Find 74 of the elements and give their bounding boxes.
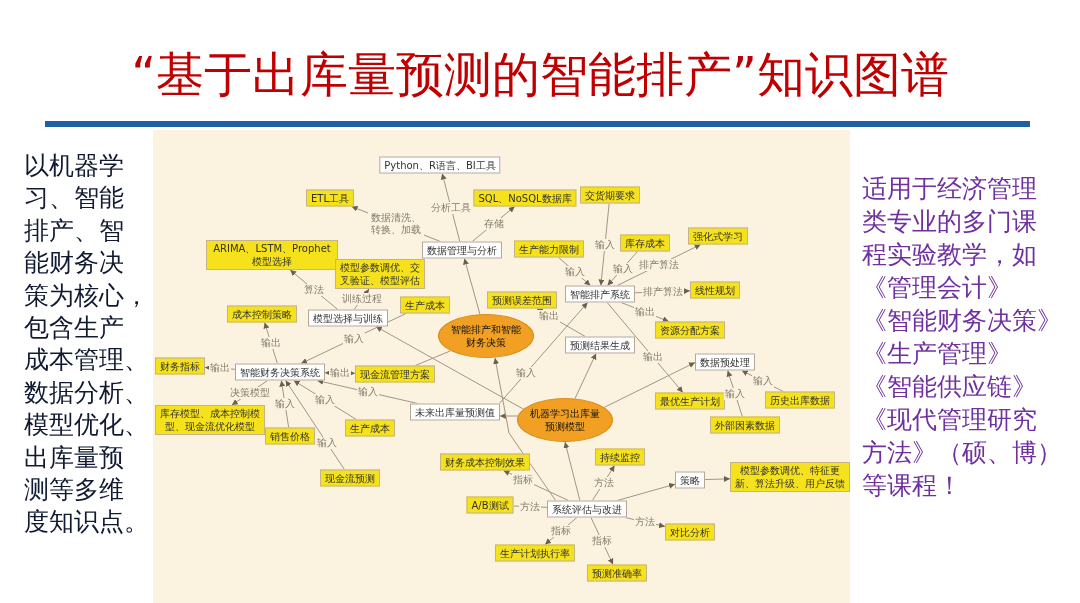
keyword-box: ETL工具 <box>306 189 354 207</box>
keyword-box: 生产成本 <box>345 419 395 437</box>
keyword-box: SQL、NoSQL数据库 <box>473 189 577 207</box>
keyword-box: 销售价格 <box>265 427 315 445</box>
keyword-box: 交货期要求 <box>580 186 640 204</box>
topic-box: 智能财务决策系统 <box>235 363 325 381</box>
keyword-box: 生产能力限制 <box>514 240 584 258</box>
arrow <box>616 482 676 501</box>
arrow <box>574 353 597 399</box>
keyword-box: ARIMA、LSTM、Prophet模型选择 <box>206 240 338 270</box>
arrow <box>603 362 696 408</box>
keyword-box: 模型参数调优、交叉验证、模型评估 <box>335 259 425 289</box>
keyword-box: 历史出库数据 <box>765 391 835 409</box>
arrow <box>279 380 290 428</box>
keyword-box: 预测误差范围 <box>487 291 557 309</box>
arrow <box>704 476 731 482</box>
keyword-box: 资源分配方案 <box>655 321 725 339</box>
keyword-box: 对比分析 <box>665 523 715 541</box>
title: “基于出库量预测的智能排产”知识图谱 <box>131 45 949 104</box>
edge-label: 排产算法 <box>638 259 680 271</box>
edge-label: 输入 <box>314 394 336 406</box>
keyword-box: 最优生产计划 <box>655 392 725 410</box>
edge-label: 输入 <box>751 375 774 387</box>
arrow <box>606 302 684 393</box>
arrow <box>598 203 610 286</box>
topic-box: 模型选择与训练 <box>308 309 388 327</box>
edge-label: 指标 <box>591 535 613 547</box>
arrow <box>493 357 557 501</box>
topic-box: 数据预处理 <box>695 353 755 371</box>
intro-paragraph: 以机器学习、智能排产、智能财务决策为核心，包含生产成本管理、数据分析、模型优化、出库量预测等多维度知识点。 <box>24 150 149 539</box>
arrow <box>499 413 519 419</box>
keyword-box: 持续监控 <box>595 448 645 466</box>
edge-label: 方法 <box>592 477 615 489</box>
edge-label: 训练过程 <box>340 293 383 306</box>
topic-box: 预测结果生成 <box>565 336 635 354</box>
topic-box: 智能排产系统 <box>565 285 635 303</box>
keyword-box: 库存模型、成本控制模型、现金流优化模型 <box>155 405 265 435</box>
edge-label: 输出 <box>260 337 282 349</box>
keyword-box: 现金流预测 <box>320 469 380 487</box>
keyword-box: 财务指标 <box>155 357 205 375</box>
edge-label: 指标 <box>550 525 572 537</box>
arrow <box>285 380 345 470</box>
arrow <box>300 313 407 364</box>
topic-box: 数据管理与分析 <box>422 241 502 259</box>
keyword-box: 现金流管理方案 <box>355 365 435 383</box>
keyword-box: 外部因素数据 <box>710 416 780 434</box>
edge-label: 数据清洗、转换、加载 <box>368 212 424 236</box>
keyword-box: 生产成本 <box>400 296 450 314</box>
keyword-box: 财务成本控制效果 <box>440 453 530 471</box>
keyword-box: 成本控制策略 <box>227 305 297 323</box>
keyword-box: 生产计划执行率 <box>495 544 575 562</box>
edge-label: 输入 <box>514 367 537 380</box>
topic-box: Python、R语言、BI工具 <box>379 156 501 174</box>
edge-label: 输出 <box>329 367 351 380</box>
keyword-box: A/B测试 <box>466 496 514 514</box>
arrow <box>463 258 481 315</box>
edge-label: 输入 <box>274 398 296 410</box>
keyword-box: 库存成本 <box>620 234 670 252</box>
keyword-box: 预测准确率 <box>587 564 647 582</box>
topic-box: 未来出库量预测值 <box>410 403 500 421</box>
arrow <box>563 441 581 501</box>
course-paragraph: 适用于经济管理类专业的多门课程实验教学，如《管理会计》《智能财务决策》《生产管理》《智能供应链》《现代管理研究方法》（硕、博）等课程！ <box>862 173 1062 502</box>
topic-box: 系统评估与改进 <box>547 500 627 518</box>
arrow <box>498 302 589 404</box>
topic-box: 策略 <box>675 471 705 489</box>
keyword-box: 强化式学习 <box>688 227 748 245</box>
edge-label: 输出 <box>634 306 656 318</box>
keyword-box: 线性规划 <box>690 281 740 299</box>
edge-label: 输入 <box>356 386 379 398</box>
keyword-box: 模型参数调优、特征更新、算法升级、用户反馈 <box>730 462 850 492</box>
arrow <box>375 326 524 410</box>
edge-label: 存储 <box>482 218 505 230</box>
connector-line <box>414 350 451 366</box>
edge-label: 输出 <box>209 362 231 375</box>
